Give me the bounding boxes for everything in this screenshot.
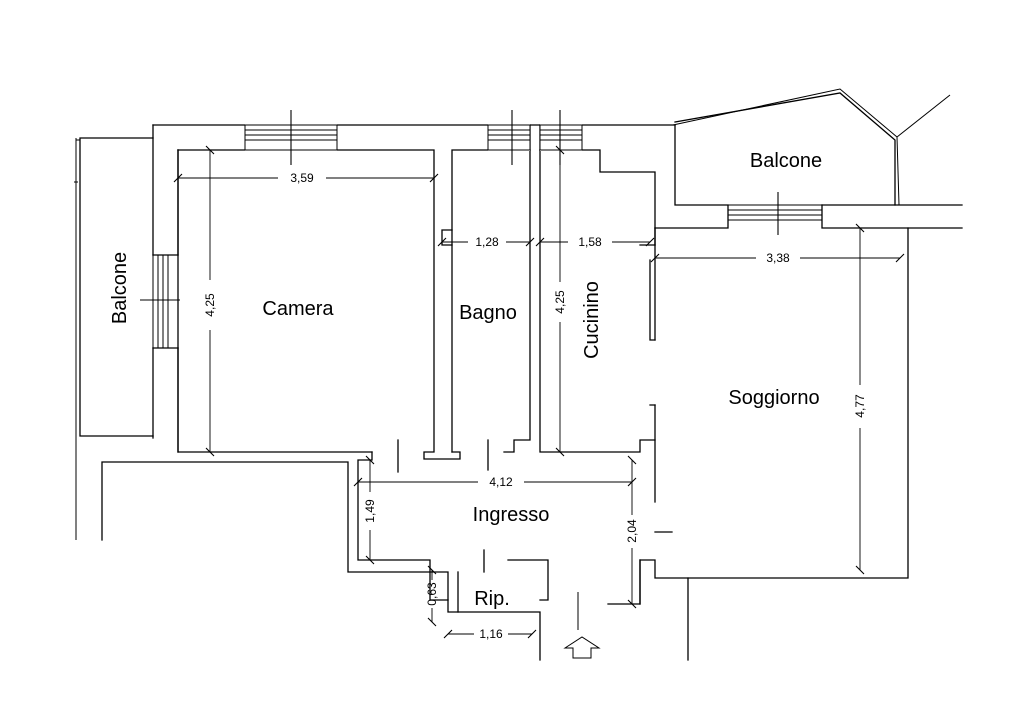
dim-camera-width: 3,59 <box>290 171 314 185</box>
window-cucinino <box>539 124 583 151</box>
dim-soggiorno-height: 4,77 <box>853 394 867 418</box>
dim-bagno-width: 1,28 <box>475 235 499 249</box>
stub-walls <box>397 439 673 573</box>
room-label-ingresso: Ingresso <box>473 504 550 526</box>
bagno-left-jog <box>441 229 453 246</box>
room-label-bagno: Bagno <box>459 302 517 324</box>
dimension-lines <box>173 145 905 639</box>
room-label-cucinino: Cucinino <box>581 281 603 359</box>
cucinino-jamb <box>649 259 656 406</box>
balcone-left-rail <box>75 138 80 540</box>
balcone-top-outline <box>674 92 896 206</box>
dim-rip-width: 1,16 <box>479 627 503 641</box>
cucinino-wall <box>539 149 656 503</box>
window-bagno <box>487 124 531 151</box>
dim-rip-height: 0,63 <box>425 582 439 606</box>
soggiorno-top-right <box>821 204 963 229</box>
dim-soggiorno-lower: 2,04 <box>625 519 639 543</box>
windows <box>140 110 822 348</box>
window-jamb-left <box>152 254 179 349</box>
room-label-soggiorno: Soggiorno <box>728 387 819 409</box>
entrance-arrow-icon <box>563 592 601 659</box>
ingresso-bottom-right <box>607 559 689 661</box>
dim-soggiorno-width: 3,38 <box>766 251 790 265</box>
wall-between-bagno-cucinino <box>529 124 541 151</box>
bagno-wall-left <box>451 149 531 453</box>
room-label-camera: Camera <box>262 298 334 320</box>
dim-camera-height: 4,25 <box>203 293 217 317</box>
room-label-balcone-left: Balcone <box>109 252 131 324</box>
dim-ingresso-width: 4,12 <box>489 475 513 489</box>
balcone-left-outline <box>79 137 154 437</box>
camera-top-inner <box>177 149 461 460</box>
soggiorno-top <box>654 124 729 229</box>
window-soggiorno <box>728 204 822 221</box>
dim-cucinino-height: 4,25 <box>553 290 567 314</box>
soggiorno-right-outer <box>687 227 909 579</box>
window-camera-left <box>152 255 169 348</box>
dim-ingresso-height: 1,49 <box>363 499 377 523</box>
room-label-balcone-top: Balcone <box>750 150 822 172</box>
room-label-rip: Rip. <box>474 588 510 610</box>
cucinino-top <box>539 149 656 246</box>
dim-cucinino-width: 1,58 <box>578 235 602 249</box>
lower-left-wall <box>101 461 541 661</box>
ingresso-left <box>357 451 449 601</box>
ingresso-rip-right <box>507 559 549 601</box>
walls <box>74 88 963 661</box>
balcone-top-rail <box>672 88 951 206</box>
